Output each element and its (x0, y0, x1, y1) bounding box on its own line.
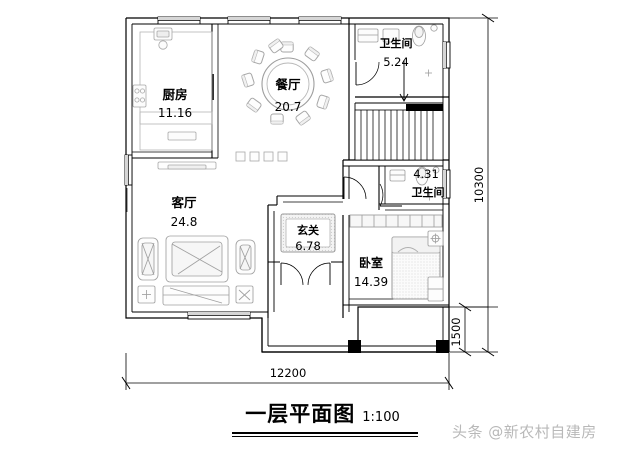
door-bath-lower (379, 183, 402, 207)
door-foyer-double (280, 262, 331, 286)
room-label-bedroom-area: 14.39 (354, 275, 388, 289)
doors-group (126, 61, 402, 286)
bedroom-furniture (349, 214, 444, 302)
room-label-bedroom-name: 卧室 (359, 255, 383, 270)
side-table-left (137, 285, 156, 304)
room-label-living-name: 客厅 (170, 195, 197, 210)
living-furniture (137, 235, 256, 306)
room-label-foyer-name: 玄关 (297, 223, 319, 237)
nightstand-lower (427, 276, 444, 302)
room-label-bath-upper-area: 5.24 (383, 55, 409, 69)
dimension-lines (121, 13, 498, 390)
foyer-rug (280, 213, 336, 253)
window-bath-lower-right (442, 169, 451, 199)
windows-group (124, 16, 451, 320)
window-bath-upper-right (442, 41, 451, 69)
column-right (436, 340, 449, 353)
bath-upper-fixtures (357, 24, 438, 77)
staircase (354, 60, 444, 161)
drawing-title: 一层平面图 1:100 (215, 404, 430, 425)
window-dining-top-left (227, 16, 271, 25)
stair-direction-arrow (399, 60, 409, 102)
door-bedroom (343, 176, 367, 200)
side-table-right (235, 285, 254, 304)
kitchen-stove (132, 84, 147, 108)
room-label-bath-upper-name: 卫生间 (380, 36, 413, 50)
window-dining-top-right (298, 16, 342, 25)
room-labels: 厨房 11.16 餐厅 20.7 卫生间 5.24 4.31 卫生间 客厅 24… (158, 36, 445, 289)
bath-lower-fixtures (389, 166, 440, 201)
kitchen-fixtures (132, 27, 213, 151)
room-label-bath-lower-name: 卫生间 (412, 185, 445, 199)
column-left (348, 340, 361, 353)
window-living-left (124, 154, 133, 186)
watermark: 头条 @新农村自建房 (452, 423, 597, 441)
door-bath-upper (355, 61, 380, 86)
coffee-table (162, 285, 230, 306)
dim-label-right-total: 10300 (472, 167, 486, 204)
room-label-dining-area: 20.7 (275, 100, 302, 114)
kitchen-sink (153, 27, 173, 50)
dim-label-bottom: 12200 (270, 366, 307, 380)
floor-tiles (235, 151, 288, 162)
room-label-dining-name: 餐厅 (274, 77, 301, 92)
wardrobe (349, 214, 443, 228)
dimension-labels: 12200 10300 1500 (270, 167, 486, 380)
armchair-left (137, 237, 159, 281)
window-living-bottom (187, 311, 251, 320)
room-label-living-area: 24.8 (171, 215, 198, 229)
window-kitchen-top (157, 16, 201, 25)
room-label-foyer-area: 6.78 (295, 239, 321, 253)
room-label-kitchen-area: 11.16 (158, 106, 192, 120)
sofa-main (165, 235, 229, 283)
nightstand-upper (427, 230, 444, 247)
dim-label-right-porch: 1500 (449, 317, 463, 346)
dining-set (240, 37, 335, 127)
drawing-title-main: 一层平面图 (245, 402, 356, 426)
title-underline (232, 432, 418, 437)
drawing-title-scale: 1:100 (362, 410, 400, 425)
room-label-bath-lower-area: 4.31 (413, 167, 439, 181)
armchair-right (235, 239, 256, 275)
porch-columns (348, 340, 449, 353)
living-console (157, 161, 217, 170)
room-label-kitchen-name: 厨房 (162, 87, 187, 102)
